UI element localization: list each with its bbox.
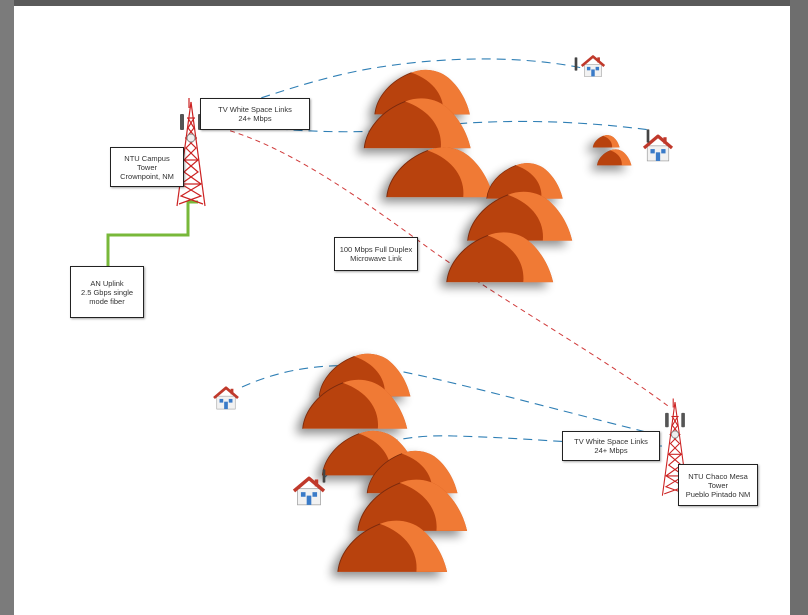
label-line: TV White Space Links bbox=[574, 437, 648, 446]
label-line: 100 Mbps Full Duplex bbox=[339, 245, 413, 254]
label-line: Tower bbox=[136, 162, 157, 172]
label-line: Crownpoint, NM bbox=[120, 171, 174, 181]
label-line: Pueblo Pintado NM bbox=[685, 489, 751, 499]
uplink-label: AN Uplink 2.5 Gbps single mode fiber bbox=[70, 266, 144, 318]
campus-tower-label: NTU Campus Tower Crownpoint, NM bbox=[110, 147, 184, 187]
microwave-label: 100 Mbps Full Duplex Microwave Link bbox=[334, 237, 418, 271]
window-left-edge bbox=[0, 0, 14, 615]
label-line: NTU Chaco Mesa bbox=[688, 471, 748, 481]
label-line: AN Uplink bbox=[90, 278, 124, 288]
window-top-bar bbox=[0, 0, 808, 6]
label-line: Tower bbox=[707, 480, 728, 490]
mesa-icon bbox=[467, 191, 573, 242]
antenna-icon bbox=[322, 469, 326, 483]
tvws-link-house-1 bbox=[203, 58, 583, 117]
label-line: mode fiber bbox=[89, 296, 125, 306]
house-icon bbox=[212, 386, 240, 410]
label-line: Microwave Link bbox=[350, 254, 402, 263]
label-line: NTU Campus bbox=[124, 153, 170, 163]
fiber-uplink bbox=[106, 200, 198, 268]
window-right-edge bbox=[790, 0, 808, 615]
label-line: 24+ Mbps bbox=[594, 446, 628, 455]
chaco-tower-label: NTU Chaco Mesa Tower Pueblo Pintado NM bbox=[678, 464, 758, 506]
microwave-link bbox=[203, 123, 669, 407]
tvws-link-house-3 bbox=[241, 365, 663, 437]
mesa-icon bbox=[592, 134, 620, 148]
label-line: 2.5 Gbps single bbox=[80, 287, 134, 297]
mesa-icon bbox=[597, 149, 632, 166]
label-line: 24+ Mbps bbox=[238, 114, 272, 123]
mesa-icon bbox=[386, 146, 494, 198]
diagram-canvas: TV White Space Links 24+ Mbps NTU Campus… bbox=[14, 6, 790, 615]
antenna-icon bbox=[646, 129, 650, 143]
label-line: TV White Space Links bbox=[218, 105, 292, 114]
antenna-icon bbox=[574, 57, 578, 71]
house-icon bbox=[580, 55, 606, 78]
mesa-group-lower bbox=[302, 353, 468, 573]
tvws-top-label: TV White Space Links 24+ Mbps bbox=[200, 98, 310, 130]
tvws-bottom-label: TV White Space Links 24+ Mbps bbox=[562, 431, 660, 461]
tvws-link-house-4 bbox=[323, 435, 663, 479]
house-icon bbox=[292, 476, 326, 506]
